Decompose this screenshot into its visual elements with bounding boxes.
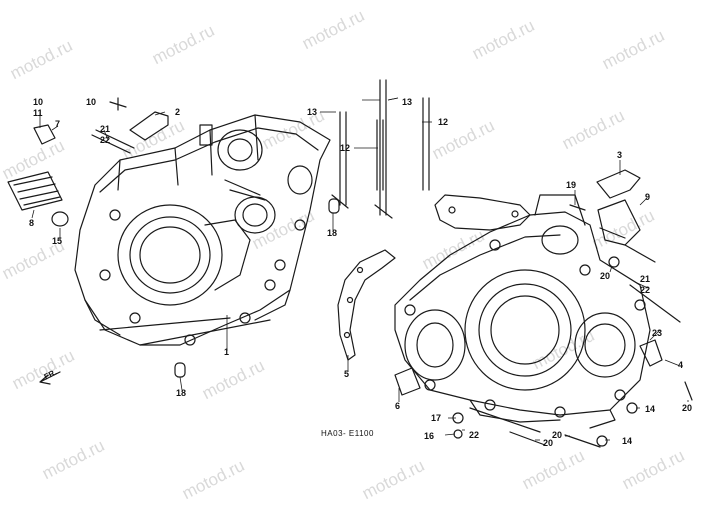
direction-arrow	[39, 371, 61, 385]
callout-2: 2	[175, 107, 181, 117]
callout-22: 22	[469, 430, 480, 440]
gasket-plate	[434, 194, 531, 231]
callout-19: 19	[566, 180, 577, 190]
callout-20: 20	[543, 438, 554, 448]
callout-13: 13	[307, 107, 318, 117]
callout-18: 18	[327, 228, 338, 238]
callout-7: 7	[55, 119, 61, 129]
diagram-code: HA03- E1100	[321, 429, 374, 438]
right-crankcase-half	[394, 194, 651, 429]
callout-16: 16	[424, 431, 435, 441]
callout-11: 11	[33, 108, 43, 118]
callout-20: 20	[682, 403, 693, 413]
callout-14: 14	[645, 404, 656, 414]
callout-13: 13	[402, 97, 413, 107]
callout-5: 5	[344, 369, 350, 379]
callout-20: 20	[552, 430, 563, 440]
callout-21: 21	[100, 124, 111, 134]
callout-22: 22	[100, 135, 111, 145]
callout-12: 12	[438, 117, 449, 127]
left-crankcase-half	[74, 114, 331, 346]
callout-8: 8	[29, 218, 35, 228]
callout-18: 18	[176, 388, 187, 398]
callout-14: 14	[622, 436, 633, 446]
callout-10: 10	[33, 97, 44, 107]
washers-nuts	[452, 256, 638, 447]
stud-bolts	[331, 79, 430, 219]
callout-9: 9	[645, 192, 651, 202]
callout-23: 23	[652, 328, 663, 338]
callout-15: 15	[52, 236, 63, 246]
callout-10: 10	[86, 97, 97, 107]
callout-1: 1	[224, 347, 230, 357]
o-ring	[51, 211, 69, 227]
callout-17: 17	[431, 413, 442, 423]
callout-6: 6	[395, 401, 401, 411]
callout-4: 4	[678, 360, 684, 370]
callout-3: 3	[617, 150, 623, 160]
callout-12: 12	[340, 143, 351, 153]
callout-20: 20	[600, 271, 611, 281]
callout-21: 21	[640, 274, 651, 284]
callout-22: 22	[640, 285, 651, 295]
oil-strainer	[7, 171, 63, 211]
leader-lines	[31, 97, 689, 441]
gasket	[337, 249, 396, 361]
bolts	[91, 97, 693, 448]
